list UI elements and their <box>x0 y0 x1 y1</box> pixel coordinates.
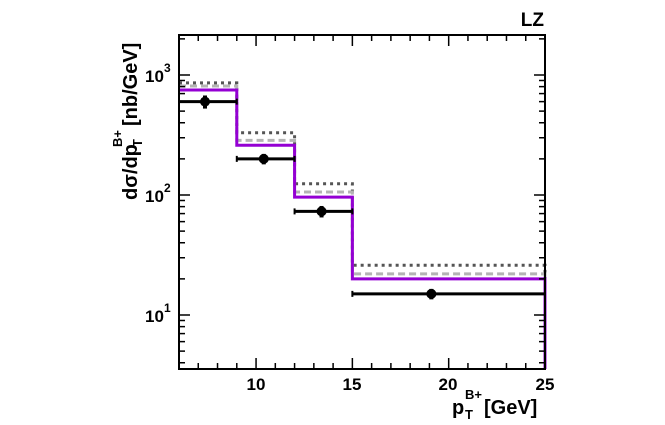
data-point <box>178 95 238 109</box>
svg-text:B+: B+ <box>110 130 125 147</box>
svg-text:10: 10 <box>145 187 164 206</box>
svg-text:T: T <box>465 407 473 422</box>
svg-text:1: 1 <box>164 301 171 315</box>
svg-text:10: 10 <box>145 307 164 326</box>
x-tick-label-25: 25 <box>536 375 555 394</box>
svg-text:dσ/dp: dσ/dp <box>120 144 142 200</box>
data-point <box>351 288 546 300</box>
x-tick-label-20: 20 <box>439 375 458 394</box>
marker <box>200 96 211 107</box>
y-tick-label-1000: 10 3 <box>145 61 171 86</box>
data-points <box>178 95 546 300</box>
x-tick-label-15: 15 <box>343 375 362 394</box>
axes-box <box>178 34 546 370</box>
svg-text:2: 2 <box>164 181 171 195</box>
histogram-step-dashed <box>179 84 547 369</box>
data-point <box>293 205 354 218</box>
y-axis-title: dσ/dp T B+ [nb/GeV] <box>110 43 145 200</box>
histogram-step-solid <box>179 88 547 369</box>
svg-text:[GeV]: [GeV] <box>484 397 537 419</box>
plot-frame <box>178 34 546 370</box>
y-tick-label-10: 10 1 <box>145 301 171 326</box>
svg-text:10: 10 <box>145 67 164 86</box>
svg-text:3: 3 <box>164 61 171 75</box>
data-point <box>235 153 296 165</box>
svg-text:p: p <box>452 397 464 419</box>
experiment-label: LZ <box>521 10 545 31</box>
prediction-histograms <box>179 81 547 369</box>
histogram-step-dotted <box>179 81 547 369</box>
x-tick-label-10: 10 <box>247 375 266 394</box>
marker <box>316 206 327 217</box>
marker <box>426 288 437 299</box>
svg-text:T: T <box>130 139 145 147</box>
svg-text:B+: B+ <box>465 387 482 402</box>
svg-text:[nb/GeV]: [nb/GeV] <box>120 43 142 126</box>
x-axis-title: p T B+ [GeV] <box>452 387 537 422</box>
y-tick-label-100: 10 2 <box>145 181 171 206</box>
axis-ticks <box>178 35 546 369</box>
marker <box>258 153 269 164</box>
